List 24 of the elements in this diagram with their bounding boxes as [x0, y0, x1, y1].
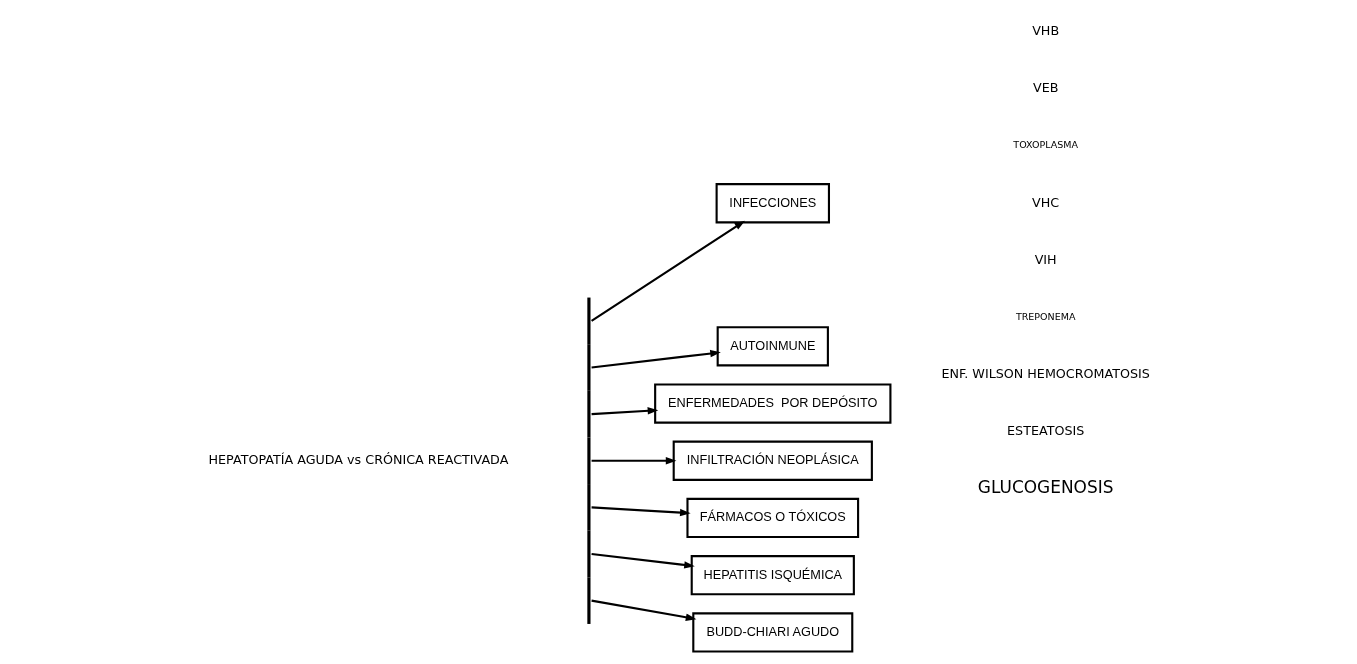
node-box: AUTOINMUNE: [716, 326, 829, 367]
label: GLUCOGENOSIS: [977, 477, 1113, 498]
label: VHC: [1031, 194, 1059, 210]
label: VIH: [1034, 251, 1057, 267]
node-box: BUDD-CHIARI AGUDO: [691, 612, 853, 653]
arrow: [590, 349, 721, 369]
node-box: HEPATITIS ISQUÉMICA: [690, 555, 855, 596]
arrow: [590, 599, 696, 621]
label: ENF. WILSON HEMOCROMATOSIS: [940, 366, 1150, 382]
arrow: [590, 552, 695, 569]
label: TREPONEMA: [1015, 311, 1075, 323]
label: ESTEATOSIS: [1006, 423, 1084, 439]
arrow: [590, 220, 745, 322]
arrow: [591, 457, 676, 465]
arrow: [591, 506, 691, 517]
label: HEPATOPATÍA AGUDA vs CRÓNICA REACTIVADA: [208, 452, 508, 468]
label: VEB: [1032, 80, 1058, 96]
label: VHB: [1031, 22, 1059, 38]
node-box: INFECCIONES: [715, 183, 830, 224]
label: TOXOPLASMA: [1012, 139, 1078, 151]
node-box: ENFERMEDADES POR DEPÓSITO: [653, 383, 891, 424]
node-box: INFILTRACIÓN NEOPLÁSICA: [672, 440, 873, 481]
arrow: [591, 407, 658, 416]
node-box: FÁRMACOS O TÓXICOS: [685, 497, 859, 539]
